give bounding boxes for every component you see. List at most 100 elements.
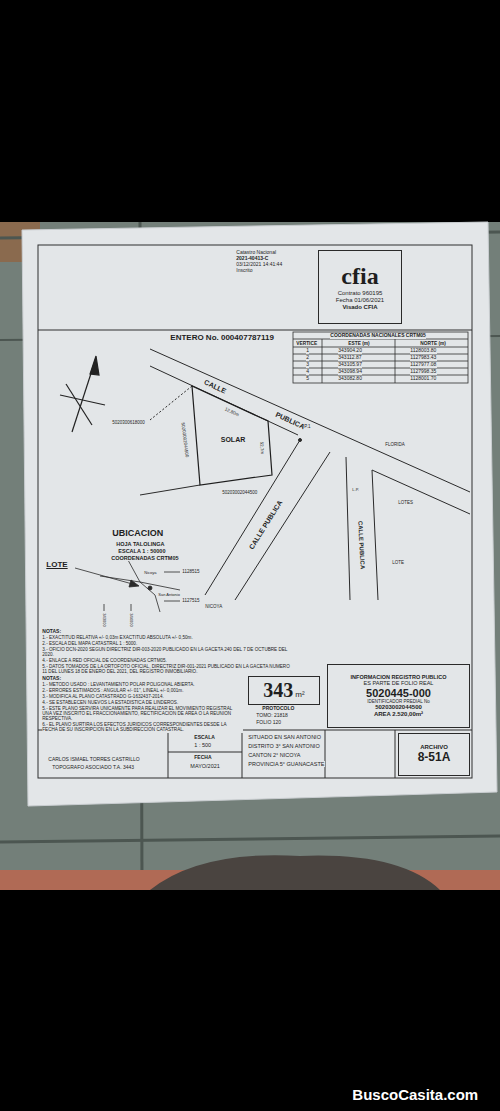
- box-heading: cfia: [341, 263, 378, 291]
- location-map: [164, 572, 180, 573]
- sheet-frame: [38, 245, 472, 778]
- label-text: DISTRITO 3° SAN ANTONIO: [248, 743, 320, 749]
- label-text: 343904.20: [338, 348, 362, 354]
- location-map: [148, 586, 152, 590]
- note-text: 1.- METODO USADO : LEVANTAMIENTO POLAR P…: [42, 682, 243, 687]
- label-text: ESCALA: [194, 735, 215, 741]
- label-text: 343098.94: [338, 369, 362, 375]
- box-text: 50203002044500: [375, 704, 422, 711]
- location-map: [131, 604, 132, 611]
- box-heading: ARCHIVO: [420, 744, 448, 751]
- note-text: 6.- EL PLANO SURTIRA LOS EFECTOS JURIDIC…: [42, 722, 243, 733]
- label-text: ESCALA 1 : 50000: [118, 548, 166, 554]
- north-arrow: [60, 395, 105, 405]
- label-text: 2: [306, 355, 309, 361]
- floor-tiles: [0, 222, 500, 890]
- note-text: 1.- EXACTITUD RELATIVA +/- 0,03m EXACTIT…: [42, 635, 293, 640]
- coordinate-table: [293, 354, 468, 355]
- coordinate-table: [293, 368, 468, 369]
- label-text: 5020300618000: [112, 420, 145, 425]
- label-text: San Antonio: [158, 593, 180, 598]
- label-text: 343105.97: [338, 362, 362, 368]
- label-text: 1128515: [182, 569, 200, 574]
- road-lines: [140, 349, 470, 600]
- floor-tiles: [0, 222, 500, 890]
- label-text: CARLOS ISMAEL TORRES CASTRILLO: [48, 757, 140, 763]
- label-text: 50203002044500: [222, 490, 258, 495]
- note-text: 5.- ESTE PLANO SERVIRA UNICAMENTE PARA R…: [42, 706, 243, 722]
- road-lines: [372, 470, 378, 600]
- label-text: PROVINCIA 5° GUANACASTE: [248, 761, 325, 767]
- label-text: 1 : 500: [194, 742, 211, 748]
- label-text: Inscrito: [236, 268, 253, 274]
- label-text: HOJA TALOLINGA: [116, 541, 165, 547]
- rotated-label: 52,7m: [259, 441, 265, 454]
- box-text: m²: [295, 690, 304, 699]
- box-heading: INFORMACION REGISTRO PUBLICO: [351, 674, 447, 680]
- sheet-frame: [168, 752, 242, 753]
- label-text: 1127998.35: [410, 369, 437, 375]
- box-text: 8-51A: [418, 751, 451, 765]
- road-lines: [346, 457, 350, 600]
- note-text: 4.- SE ESTABLECEN NUEVOS LA ESTADISTICA …: [42, 700, 243, 705]
- road-lines: [235, 452, 330, 600]
- box-heading: SOLAR: [221, 436, 246, 444]
- label-text: 1128001.70: [410, 376, 437, 382]
- label-text: MAYO/2021: [190, 763, 220, 769]
- coordinate-table: [293, 332, 468, 383]
- label-text: SITUADO EN SAN ANTONIO: [248, 734, 321, 740]
- label-text: 03/12/2021 14:41:44: [236, 262, 282, 268]
- label-text: 2021-40413-C: [236, 256, 269, 262]
- rotated-label: 343000: [102, 613, 107, 627]
- label-text: FLORIDA: [385, 442, 405, 447]
- box-text: Fecha 01/06/2021: [336, 297, 384, 304]
- box-heading: 343: [263, 679, 293, 702]
- north-arrow: [90, 356, 99, 375]
- label-text: 343112.87: [338, 355, 362, 361]
- label-text: 1127977.08: [410, 362, 437, 368]
- box-text: IDENTIFICADOR PREDIAL No: [367, 699, 429, 704]
- label-text: 343082.80: [338, 376, 362, 382]
- label-text: NICOYA: [205, 604, 223, 609]
- label-text: NORTE (m): [420, 341, 446, 347]
- road-lines: [150, 386, 192, 420]
- sheet-frame: [325, 730, 326, 778]
- label-text: Catastro Nacional: [236, 250, 276, 256]
- note-text: 3.- OFICIO DCN-2020 SEGUN DIRECTRIZ DIR-…: [42, 647, 293, 658]
- coordinate-table: [293, 375, 468, 376]
- location-map: [140, 582, 180, 590]
- label-text: 3: [306, 362, 309, 368]
- road-lines: [140, 485, 200, 495]
- road-lines: [205, 440, 300, 595]
- label-text: UBICACION: [112, 528, 164, 538]
- registry-box: INFORMACION REGISTRO PUBLICOES PARTE DE …: [327, 664, 470, 728]
- label-text: CANTON 2° NICOYA: [248, 752, 301, 758]
- road-lines: [372, 470, 470, 514]
- box-text: Visado CFIA: [342, 304, 377, 311]
- label-text: LOTE: [392, 560, 404, 565]
- location-map: [75, 560, 180, 612]
- sheet-frame: [242, 730, 243, 778]
- floor-tiles: [0, 836, 500, 842]
- label-text: L.P.: [352, 488, 359, 493]
- sheet-frame: [38, 330, 472, 331]
- box-text: ES PARTE DE FOLIO REAL: [364, 680, 434, 686]
- label-text: LOTES: [398, 500, 413, 505]
- label-text: 1127515: [182, 598, 200, 603]
- paper-sheet: [22, 222, 497, 806]
- coordinate-table: [293, 347, 468, 348]
- coordinate-table: [293, 361, 468, 362]
- label-text: COORDENADAS NACIONALES CRTM05: [330, 333, 426, 339]
- lot-outline: [192, 386, 272, 485]
- note-text: 2.- ESCALA DEL MAPA CATASTRAL 1 : 5000.: [42, 641, 293, 646]
- location-map: [104, 604, 105, 611]
- label-text: 1: [306, 348, 309, 354]
- sheet-frame: [38, 245, 472, 778]
- label-text: 5: [306, 376, 309, 382]
- coordinate-table: [293, 332, 468, 383]
- floor-tiles: [150, 855, 440, 890]
- label-text: FOLIO 120: [256, 720, 281, 726]
- location-map: [164, 601, 180, 602]
